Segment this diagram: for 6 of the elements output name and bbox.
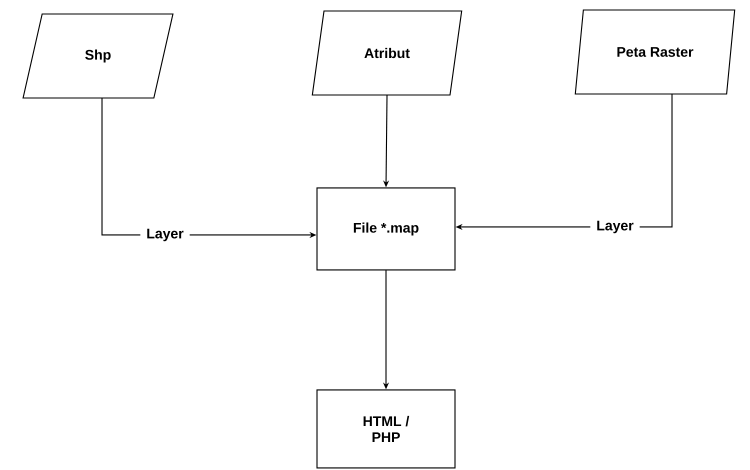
- process-box: File *.map: [316, 187, 456, 271]
- process-box: HTML / PHP: [316, 389, 456, 469]
- edge-label: Layer: [140, 222, 190, 248]
- data-parallelogram: Peta Raster: [574, 9, 736, 95]
- edge-label: Layer: [590, 214, 640, 240]
- data-parallelogram: Atribut: [312, 10, 462, 96]
